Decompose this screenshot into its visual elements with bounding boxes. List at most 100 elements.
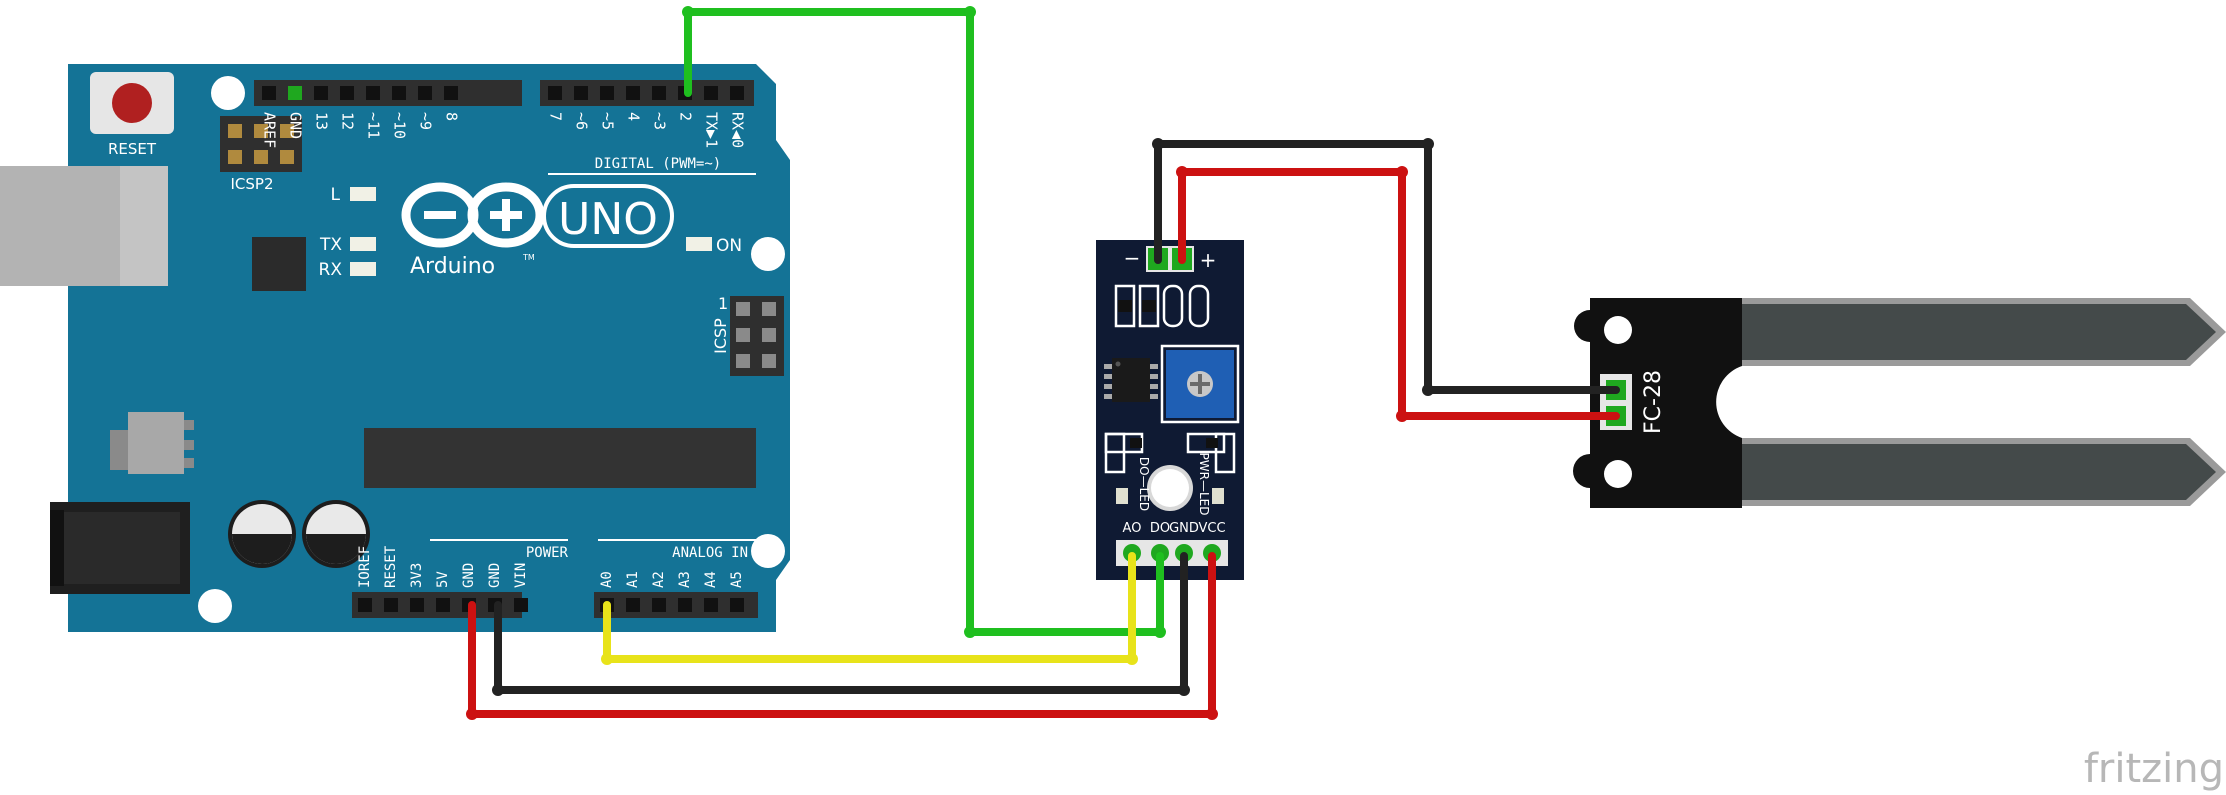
header-pin: [358, 598, 372, 612]
header-pin: [652, 86, 666, 100]
header-pin: [366, 86, 380, 100]
digital-header-label: DIGITAL (PWM=~): [595, 156, 721, 172]
header-pin: [436, 598, 450, 612]
digital-pin-label: TX▶1: [703, 112, 721, 148]
icsp2-label: ICSP2: [230, 175, 273, 193]
led-l: [350, 187, 376, 201]
header-pin: [288, 86, 302, 100]
soil-moisture-probe: FC-28: [1573, 298, 2226, 508]
header-pin: [384, 598, 398, 612]
power-pin-label: VIN: [513, 563, 529, 588]
header-pin: [678, 598, 692, 612]
potentiometer[interactable]: [1160, 344, 1240, 424]
digital-pin-label: 2: [677, 112, 695, 121]
led-rx-label: RX: [319, 260, 343, 280]
mounting-hole: [751, 534, 785, 568]
capacitor: [302, 500, 370, 568]
minus-label: −: [1124, 246, 1141, 270]
digital-pin-label: ~6: [573, 112, 591, 130]
power-pin-label: IOREF: [357, 546, 373, 588]
do-led-label: DO—LED: [1137, 457, 1151, 511]
digital-pin-label: 7: [547, 112, 565, 121]
wires: [468, 8, 1620, 718]
dc-power-jack: [50, 502, 190, 594]
pwr-led: [1212, 488, 1224, 504]
mounting-hole: [1604, 460, 1632, 488]
header-pin: [730, 598, 744, 612]
arduino-logo: [401, 182, 674, 248]
smd-components: [1114, 284, 1210, 328]
module-pin-label: VCC: [1198, 521, 1225, 536]
header-pin: [574, 86, 588, 100]
digital-pin-label: RX◀0: [729, 112, 747, 148]
led-l-label: L: [331, 185, 341, 205]
sensor-module: − +: [1096, 240, 1244, 580]
digital-pin-label: ~5: [599, 112, 617, 130]
header-pin: [730, 86, 744, 100]
icsp-pin1-label: 1: [718, 294, 728, 313]
module-pin-label: AO: [1123, 521, 1142, 536]
probe-prong-top: [1742, 304, 2216, 360]
capacitor: [228, 500, 296, 568]
power-header-label: POWER: [526, 545, 569, 561]
power-pin-label: GND: [487, 563, 503, 588]
digital-pin-label: ~3: [651, 112, 669, 130]
header-pin: [652, 598, 666, 612]
fritzing-watermark: fritzing: [2084, 746, 2224, 792]
header-pin: [626, 598, 640, 612]
power-pin-label: GND: [461, 563, 477, 588]
tm-label: TM: [522, 253, 535, 262]
digital-pin-label: 8: [443, 112, 461, 121]
usb-chip: [252, 237, 306, 291]
digital-pin-label: 4: [625, 112, 643, 121]
analog-header-label: ANALOG IN: [672, 545, 748, 561]
power-pin-label: 3V3: [409, 563, 425, 588]
analog-pin-label: A3: [677, 571, 693, 588]
digital-pin-label: 13: [313, 112, 331, 130]
wire-red-probe: [1178, 168, 1620, 420]
header-pins: [262, 86, 744, 612]
analog-pin-label: A1: [625, 571, 641, 588]
icsp2-header: [220, 116, 302, 172]
led-tx-label: TX: [319, 235, 342, 255]
arduino-pcb: [68, 64, 790, 632]
mounting-hole: [1604, 316, 1632, 344]
header-pin: [314, 86, 328, 100]
mounting-hole: [751, 237, 785, 271]
header-pin: [340, 86, 354, 100]
header-pin: [262, 86, 276, 100]
power-pin-label: 5V: [435, 571, 451, 588]
brand-label: Arduino: [410, 254, 495, 279]
analog-pin-label: A0: [599, 571, 615, 588]
wire-green: [684, 8, 1164, 636]
led-on: [686, 237, 712, 251]
digital-pin-label: ~10: [391, 112, 409, 139]
voltage-regulator: [110, 412, 194, 474]
wire-red: [468, 552, 1216, 718]
uno-label: UNO: [558, 194, 658, 245]
reset-button-cap[interactable]: [112, 83, 152, 123]
probe-prong-bottom: [1742, 444, 2216, 500]
module-pin-label: GND: [1169, 521, 1199, 536]
wire-yellow: [603, 552, 1136, 663]
header-pin: [626, 86, 640, 100]
mounting-hole: [198, 589, 232, 623]
header-pin: [444, 86, 458, 100]
header-pin: [418, 86, 432, 100]
module-pin-label: DO: [1150, 521, 1170, 536]
probe-label: FC-28: [1641, 370, 1666, 434]
icsp-label: ICSP: [711, 318, 730, 354]
digital-pin-label: AREF: [261, 112, 279, 148]
plus-label: +: [1200, 248, 1217, 272]
comparator-ic: [1104, 358, 1158, 402]
digital-pin-label: 12: [339, 112, 357, 130]
analog-pin-label: A4: [703, 571, 719, 588]
mounting-hole: [211, 76, 245, 110]
probe-head: [1573, 298, 1742, 508]
